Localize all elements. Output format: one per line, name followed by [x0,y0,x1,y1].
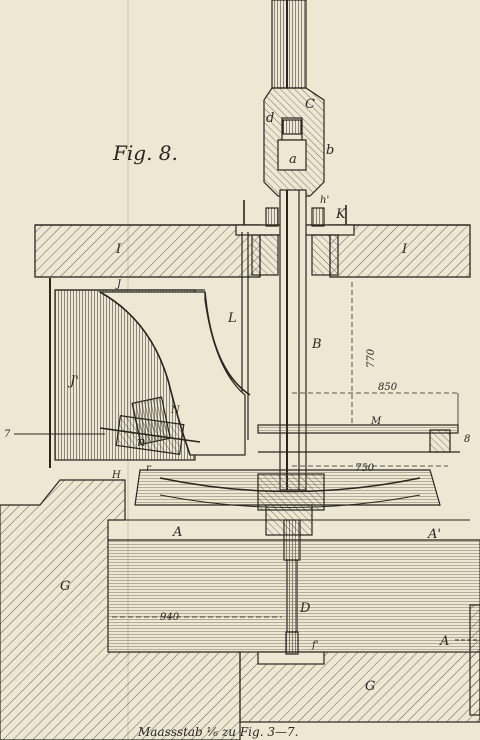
runner-wheel [134,469,441,536]
dimension-750: 750 [355,463,375,474]
label-J: J [115,279,122,290]
label-H: H [111,470,121,481]
label-A-far: A [439,634,449,649]
label-seven: 7 [4,429,11,440]
scale-caption: Maassstab ⅙ zu Fig. 3—7. [137,725,298,739]
dimension-lines [112,282,459,618]
label-G-left: G [60,579,70,594]
label-A-prime: A' [427,527,441,542]
water-basin [107,519,480,653]
label-C: C [305,97,315,112]
shaft-housing [263,0,325,197]
label-K: K [335,207,347,222]
dimension-940: 940 [160,612,180,623]
foundation-bottom [239,604,480,723]
floor-slab [34,224,471,278]
label-I-right: I [401,242,408,257]
section-lines [14,433,478,641]
dimension-770: 770 [366,348,377,368]
label-N: N [170,405,181,416]
label-L: L [227,311,237,326]
label-A-left: A [172,525,182,540]
label-M: M [370,416,382,427]
bevel-gear [99,396,201,455]
foundation-left [0,479,241,740]
label-b: b [326,143,334,158]
label-r: r [146,463,152,474]
label-B: B [311,337,322,352]
label-n: n [137,435,145,450]
label-h-prime: h' [320,195,329,206]
guide-ring [257,424,460,453]
label-f-prime: f' [311,640,318,651]
label-J-prime: J' [67,374,79,389]
figure-title: Fig. 8. [112,141,178,165]
label-D: D [299,601,311,616]
label-d: d [266,111,274,126]
label-I-left: I [115,242,122,257]
label-eight: 8 [464,434,470,445]
label-a: a [289,152,297,167]
dimension-850: 850 [378,382,398,393]
label-G-bottom: G [365,679,375,694]
